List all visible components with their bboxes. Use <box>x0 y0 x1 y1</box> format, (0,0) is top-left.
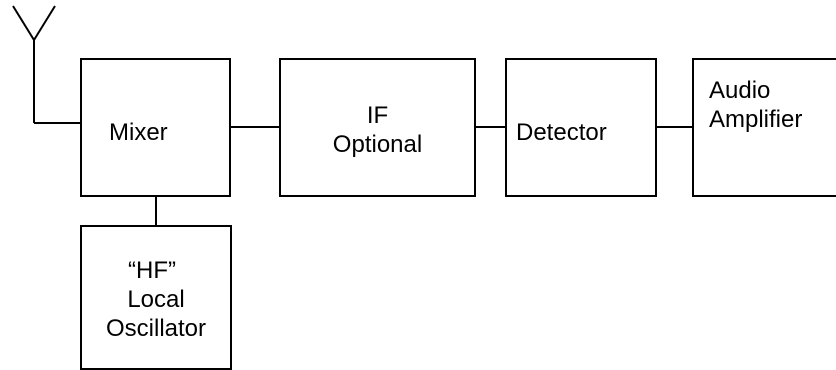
antenna-arm-right <box>33 5 56 41</box>
detector-label: Detector <box>516 119 607 146</box>
mixer-block: Mixer <box>80 58 231 197</box>
antenna-icon <box>12 5 56 123</box>
audio-amplifier-block: Audio Amplifier <box>692 58 836 197</box>
local-oscillator-block: “HF” Local Oscillator <box>80 225 232 370</box>
audio-label-line-1: Audio <box>709 77 771 104</box>
if-label-line-1: IF <box>366 102 389 129</box>
detector-block: Detector <box>505 58 657 197</box>
if-label-stack: IF Optional <box>281 101 474 159</box>
if-block: IF Optional <box>279 58 476 197</box>
if-label-line-2: Optional <box>332 131 423 158</box>
oscillator-label-stack: “HF” Local Oscillator <box>82 256 230 343</box>
audio-label-line-2: Amplifier <box>709 106 803 133</box>
oscillator-label-line-3: Oscillator <box>105 315 207 342</box>
oscillator-label-line-2: Local <box>127 286 185 313</box>
audio-label-stack: Audio Amplifier <box>709 76 802 134</box>
antenna-arm-left <box>12 5 35 41</box>
mixer-label: Mixer <box>109 119 168 146</box>
oscillator-label-line-1: “HF” <box>128 257 176 284</box>
